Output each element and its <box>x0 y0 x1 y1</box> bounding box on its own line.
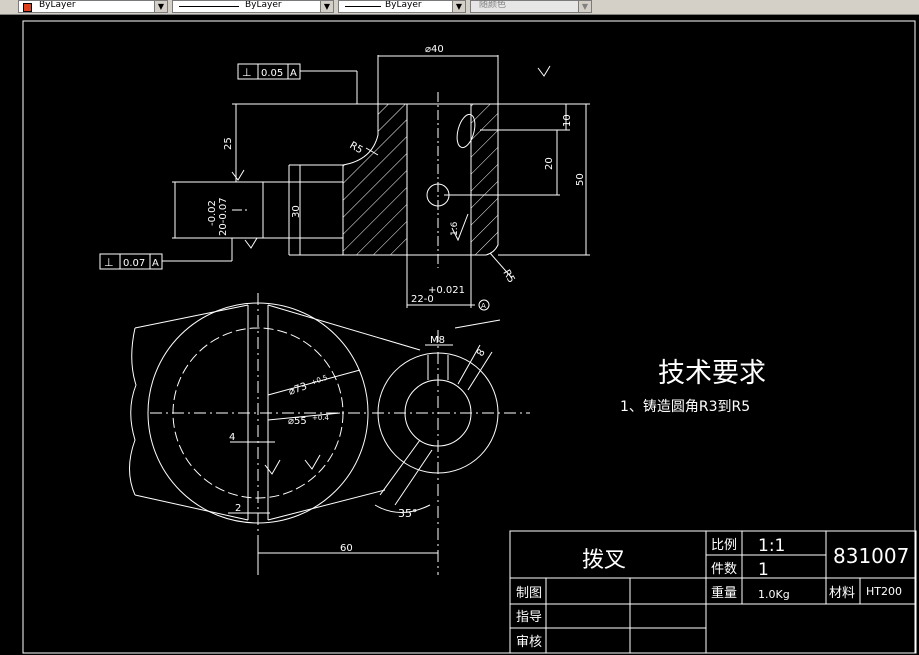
perp-top-symbol: ⊥ <box>242 66 252 79</box>
tech-req-title: 技术要求 <box>658 358 766 389</box>
dim-dia55-tol: +0.4 <box>312 414 330 422</box>
dim-dia73-text: ⌀73 <box>287 381 308 398</box>
lineweight-combo-value: ByLayer <box>385 0 422 10</box>
dim-ang35-text: 35° <box>398 507 418 520</box>
drawn-label: 制图 <box>516 586 542 601</box>
dim-m8-text: M8 <box>430 335 445 346</box>
title-block: 拨叉 比例 1:1 件数 1 831007 重量 1.0Kg 材料 HT200 … <box>509 530 917 654</box>
datum-a-text: A <box>481 302 486 310</box>
dim-h30-text: 30 <box>291 205 302 218</box>
rough16-text: 1.6 <box>450 221 460 236</box>
dim-r5-bottom-text: R5 <box>500 268 516 285</box>
properties-toolbar: ByLayer ▼ ByLayer ▼ ByLayer ▼ 随颜色 ▼ <box>0 0 919 15</box>
dim-w22-text: 22-0 <box>411 294 434 305</box>
dim-h50-text: 50 <box>575 173 586 186</box>
part-name: 拨叉 <box>582 548 626 573</box>
material-value: HT200 <box>866 585 902 598</box>
cad-drawing: ⌀40 ⊥ 0.05 A 25 R5 20-0.07 -0.02 30 ⊥ 0.… <box>22 20 917 654</box>
color-combo-value: ByLayer <box>39 0 76 10</box>
weight-value: 1.0Kg <box>758 588 790 601</box>
dimension-dia40: ⌀40 <box>377 44 499 104</box>
chevron-down-icon[interactable]: ▼ <box>578 1 591 12</box>
weight-label: 重量 <box>711 585 737 601</box>
dim-w2-text: 2 <box>235 503 241 514</box>
drawing-canvas[interactable]: ⌀40 ⊥ 0.05 A 25 R5 20-0.07 -0.02 30 ⊥ 0.… <box>0 15 919 655</box>
scale-value: 1:1 <box>758 536 785 556</box>
dim-w20-text: 20-0.07 <box>218 197 229 236</box>
dimension-right: 10 20 50 <box>444 103 590 256</box>
drawing-number: 831007 <box>833 544 909 568</box>
perpendicularity-bottom: ⊥ 0.07 A <box>99 238 233 270</box>
dimension-w20: 20-0.07 -0.02 <box>172 181 263 239</box>
dim-h8-text: 8 <box>475 347 488 358</box>
qty-value: 1 <box>758 560 769 580</box>
dim-w20-tol: -0.02 <box>207 200 218 226</box>
dim-dia55-text: ⌀55 <box>288 416 307 427</box>
dim-dia40-text: ⌀40 <box>425 44 444 55</box>
dimension-w22: A 22-0 +0.021 <box>406 255 490 311</box>
perp-top-tolerance: 0.05 <box>261 68 283 79</box>
top-view: M8 8 ⌀73 +0.5 ⌀55 +0.4 4 2 35° 60 <box>129 293 530 575</box>
dim-r5-top-text: R5 <box>348 140 365 156</box>
plotstyle-combo-value: 随颜色 <box>479 0 507 10</box>
color-combo[interactable]: ByLayer ▼ <box>18 0 168 13</box>
dim-w22-tol: +0.021 <box>428 285 465 296</box>
plotstyle-combo[interactable]: 随颜色 ▼ <box>470 0 592 13</box>
dim-dia73-tol: +0.5 <box>310 374 329 387</box>
perpendicularity-top: ⊥ 0.05 A <box>237 63 358 104</box>
chevron-down-icon[interactable]: ▼ <box>154 1 167 12</box>
dim-w4-text: 4 <box>229 432 235 443</box>
linetype-preview <box>179 6 239 7</box>
dim-h10-text: 10 <box>562 114 573 127</box>
perp-bot-tolerance: 0.07 <box>123 258 145 269</box>
dim-h25-text: 25 <box>223 137 234 150</box>
material-label: 材料 <box>829 586 855 601</box>
dim-w60-text: 60 <box>340 543 353 554</box>
linetype-combo-value: ByLayer <box>245 0 282 10</box>
lineweight-preview <box>345 6 381 7</box>
scale-label: 比例 <box>711 538 737 553</box>
qty-label: 件数 <box>711 562 737 577</box>
linetype-combo[interactable]: ByLayer ▼ <box>172 0 334 13</box>
lineweight-combo[interactable]: ByLayer ▼ <box>338 0 466 13</box>
review-label: 审核 <box>516 635 542 650</box>
tech-req-item: 1、铸造圆角R3到R5 <box>620 399 750 415</box>
perp-bot-ref: A <box>152 258 159 269</box>
drawing-frame <box>22 20 916 654</box>
perp-top-ref: A <box>290 68 297 79</box>
perp-bot-symbol: ⊥ <box>104 256 114 269</box>
dim-h20-text: 20 <box>544 157 555 170</box>
guide-label: 指导 <box>516 610 542 625</box>
chevron-down-icon[interactable]: ▼ <box>320 1 333 12</box>
section-view <box>232 92 499 268</box>
chevron-down-icon[interactable]: ▼ <box>452 1 465 12</box>
color-swatch-icon <box>23 3 32 12</box>
